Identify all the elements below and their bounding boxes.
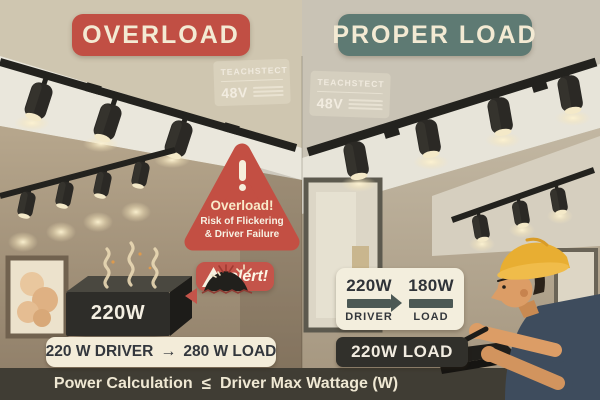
voltage-text: 48V	[221, 84, 249, 102]
left-upper-track-lights	[0, 58, 298, 168]
load-column: 180W LOAD	[408, 276, 454, 323]
left-lower-track-lights	[0, 147, 176, 252]
overload-summary-pill: 220 W DRIVER → 280 W LOAD	[46, 337, 276, 367]
driver-wattage-text: 220 W DRIVER	[45, 343, 154, 360]
driver-value: 220W	[346, 275, 392, 295]
footer-bar	[0, 368, 600, 400]
brand-text: TEACHSTECT	[317, 76, 385, 90]
spec-lines-icon	[348, 99, 383, 110]
driver-label: DRIVER	[345, 310, 393, 323]
warning-line-1: Risk of Flickering	[200, 216, 284, 227]
burnt-driver-doodle	[201, 264, 253, 294]
overload-banner: OVERLOAD	[72, 14, 250, 56]
warning-title: Overload!	[210, 198, 274, 213]
proper-load-pill: 220W LOAD	[336, 337, 468, 367]
formula-right: Driver Max Wattage (W)	[219, 375, 399, 392]
driver-arrow-bar-icon	[347, 294, 402, 312]
hard-hat	[497, 237, 570, 280]
load-value: 180W	[408, 275, 454, 295]
right-upper-track-lights	[306, 57, 598, 192]
exclamation-icon	[238, 160, 246, 191]
load-wattage-text: 280 W LOAD	[183, 343, 277, 360]
right-lower-track-lights	[451, 167, 595, 252]
load-label: LOAD	[413, 310, 449, 323]
warning-triangle	[184, 143, 300, 251]
less-equal-icon: ≤	[201, 374, 211, 393]
wall-spec-label-right: TEACHSTECT 48V	[309, 70, 391, 119]
load-comparison-card: 220W DRIVER 180W LOAD	[336, 268, 464, 330]
divider	[220, 78, 283, 83]
driver-box-label: 220W	[90, 302, 146, 324]
footer-formula: Power Calculation ≤ Driver Max Wattage (…	[0, 368, 452, 400]
arrow-right-icon: →	[160, 343, 177, 360]
wall-spec-label-left: TEACHSTECT 48V	[213, 58, 291, 107]
driver-column: 220W DRIVER	[345, 275, 402, 323]
picture-frame	[5, 255, 69, 339]
brand-text: TEACHSTECT	[220, 64, 288, 78]
overload-warning-text: Overload! Risk of Flickering & Driver Fa…	[192, 160, 292, 241]
spec-lines-icon	[253, 86, 284, 97]
warning-line-2: & Driver Failure	[204, 229, 280, 240]
bubble-tail	[185, 288, 197, 304]
alert-bubble: ! elert!	[185, 262, 274, 304]
divider	[317, 90, 384, 95]
load-bar-icon	[409, 298, 453, 308]
formula-left: Power Calculation	[53, 375, 193, 392]
electrician	[447, 237, 600, 400]
voltage-text: 48V	[316, 94, 344, 112]
heat-squiggles-icon	[103, 241, 159, 289]
proper-load-banner: PROPER LOAD	[332, 14, 536, 56]
